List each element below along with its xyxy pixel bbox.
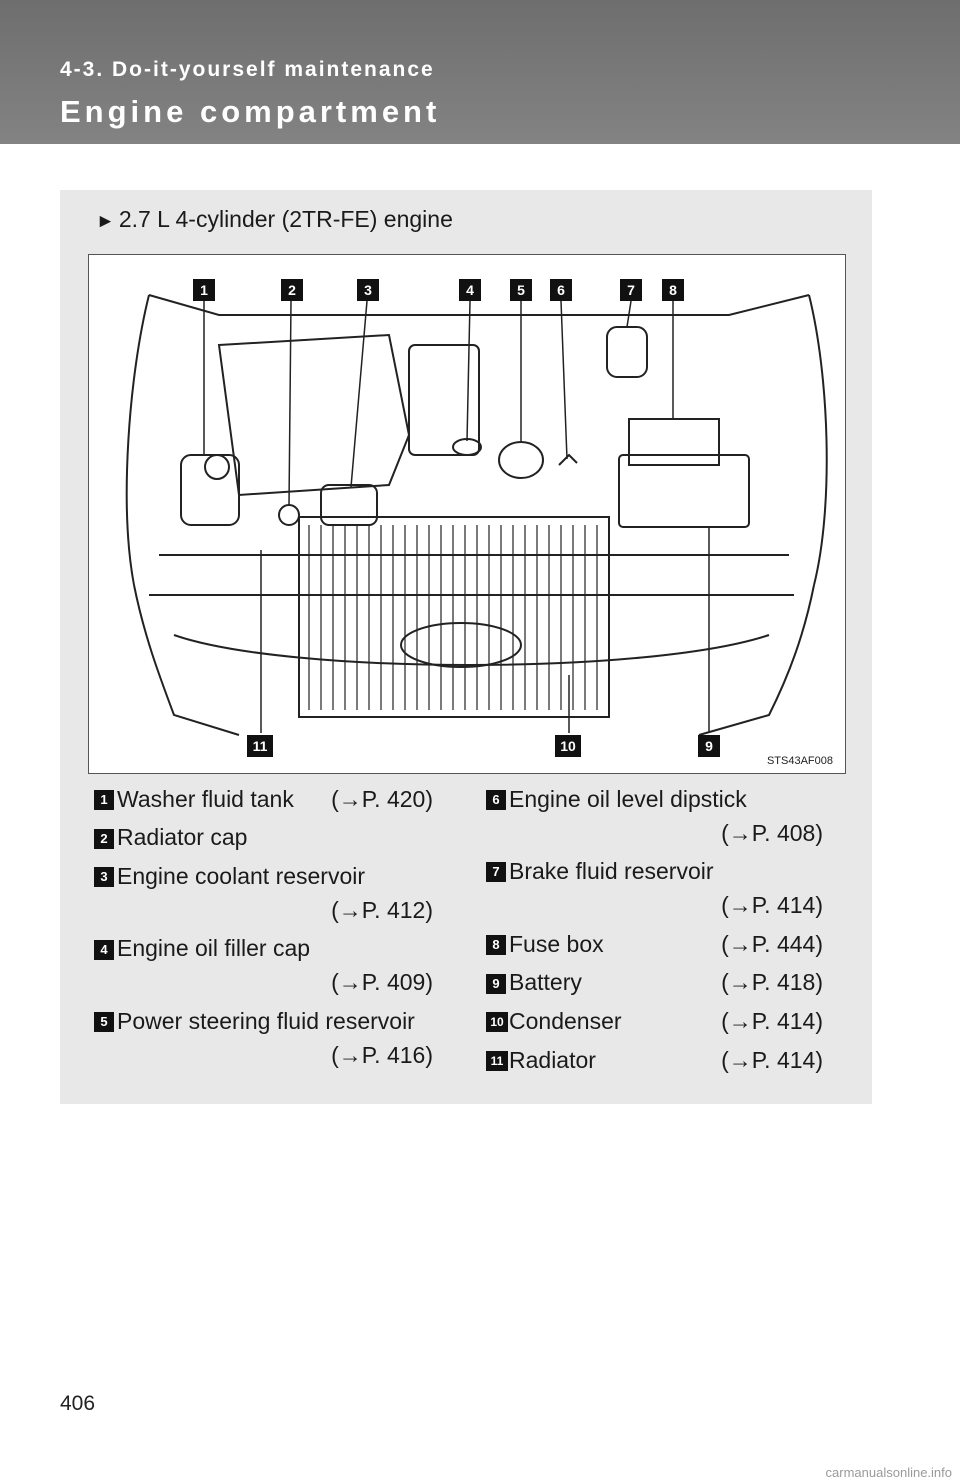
power-steering-shape (498, 441, 544, 479)
watermark: carmanualsonline.info (825, 1465, 952, 1480)
callout-11: 11 (247, 735, 273, 757)
list-badge-5: 5 (94, 1012, 114, 1032)
hood-outline (125, 294, 828, 586)
radiator-fins (308, 525, 598, 710)
item-ref-9: (→P. 418) (721, 969, 823, 995)
list-badge-9: 9 (486, 974, 506, 994)
dipstick-shape (558, 453, 578, 466)
item-label-4: Engine oil filler cap (117, 935, 311, 961)
engine-label: 2.7 L 4-cylinder (2TR-FE) engine (118, 206, 453, 232)
callout-4: 4 (459, 279, 481, 301)
item-ref-10: (→P. 414) (721, 1008, 823, 1034)
list-badge-11: 11 (486, 1051, 508, 1071)
callout-10: 10 (555, 735, 581, 757)
page-number: 406 (60, 1392, 96, 1415)
item-label-8: Fuse box (509, 931, 604, 957)
item-label-1: Washer fluid tank (117, 786, 294, 812)
callout-9: 9 (698, 735, 720, 757)
item-ref-1: (→P. 420) (331, 786, 433, 812)
item-ref-6: (→P. 408) (721, 820, 823, 846)
figure-code: STS43AF008 (766, 755, 833, 767)
callout-3: 3 (357, 279, 379, 301)
item-label-9: Battery (509, 969, 582, 995)
washer-cap-shape (204, 454, 230, 480)
item-ref-7: (→P. 414) (721, 892, 823, 918)
item-ref-3: (→P. 412) (331, 897, 433, 923)
item-label-2: Radiator cap (117, 824, 248, 850)
fuse-box-shape (628, 418, 720, 466)
item-ref-11: (→P. 414) (721, 1047, 823, 1073)
list-badge-6: 6 (486, 790, 506, 810)
list-badge-3: 3 (94, 867, 114, 887)
engine-compartment-illustration: 1 2 3 4 5 6 7 8 9 10 11 STS43AF008 (88, 254, 846, 774)
air-intake-box (408, 344, 480, 456)
oil-filler-cap-shape (452, 438, 482, 456)
item-label-10: Condenser (509, 1008, 622, 1034)
engine-bay-drawing (125, 294, 828, 736)
brake-fluid-shape (606, 326, 648, 378)
list-badge-10: 10 (486, 1012, 508, 1032)
item-ref-4: (→P. 409) (331, 969, 433, 995)
item-label-5: Power steering fluid reservoir (117, 1008, 415, 1034)
item-ref-8: (→P. 444) (721, 931, 823, 957)
page-title: Engine compartment (60, 94, 441, 129)
callout-8: 8 (662, 279, 684, 301)
callout-1: 1 (193, 279, 215, 301)
coolant-reservoir-shape (320, 484, 378, 526)
item-label-6: Engine oil level dipstick (509, 786, 747, 812)
item-label-7: Brake fluid reservoir (509, 858, 714, 884)
list-badge-7: 7 (486, 862, 506, 882)
engine-heading: ►2.7 L 4-cylinder (2TR-FE) engine (96, 206, 453, 233)
item-label-11: Radiator (509, 1047, 596, 1073)
list-badge-2: 2 (94, 829, 114, 849)
item-ref-5: (→P. 416) (331, 1042, 433, 1068)
header-band (0, 0, 960, 144)
fender-left (133, 584, 240, 736)
list-badge-1: 1 (94, 790, 114, 810)
item-label-3: Engine coolant reservoir (117, 863, 366, 889)
leader-lines (203, 300, 710, 733)
engine-block (217, 333, 411, 497)
washer-tank-shape (180, 454, 240, 526)
arrow-right-icon: ► (96, 211, 115, 232)
bumper-shape (149, 554, 794, 666)
callout-2: 2 (281, 279, 303, 301)
callout-7: 7 (620, 279, 642, 301)
callout-5: 5 (510, 279, 532, 301)
emblem-shape (400, 622, 522, 668)
list-badge-8: 8 (486, 935, 506, 955)
list-badge-4: 4 (94, 940, 114, 960)
radiator-cap-shape (278, 504, 300, 526)
fender-right (698, 584, 815, 736)
battery-shape (618, 454, 750, 528)
condenser-shape (298, 516, 610, 718)
section-label: 4-3. Do-it-yourself maintenance (60, 58, 435, 81)
callout-6: 6 (550, 279, 572, 301)
